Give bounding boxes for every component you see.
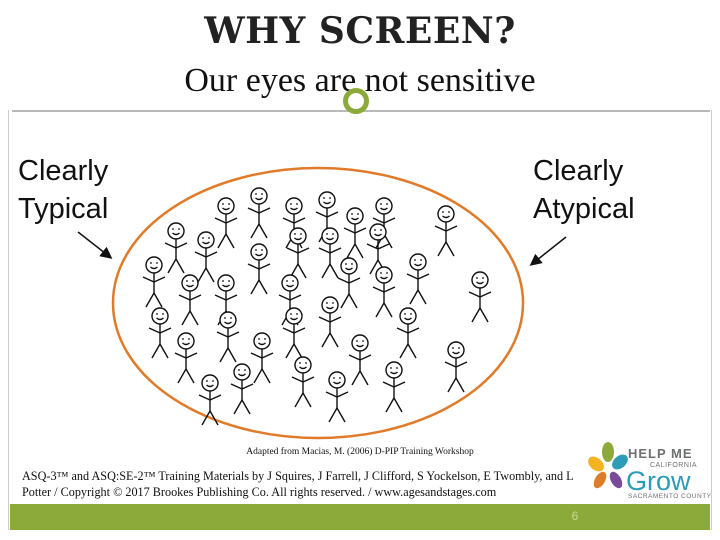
stick-figure	[247, 243, 271, 295]
logo-text-county: SACRAMENTO COUNTY	[628, 493, 712, 500]
frame-right-border	[711, 110, 712, 530]
stick-figure	[372, 197, 396, 249]
stick-figure	[291, 356, 315, 408]
help-me-grow-logo	[588, 438, 712, 498]
stick-figure	[325, 371, 349, 423]
slide-title: WHY SCREEN?	[204, 10, 516, 52]
stick-figure	[396, 307, 420, 359]
stick-figure	[444, 341, 468, 393]
stick-figure	[178, 274, 202, 326]
logo-text-help-me: HELP ME	[628, 446, 693, 461]
frame-left-border	[8, 110, 9, 530]
logo-text-grow: Grow	[626, 466, 691, 496]
clearly-atypical-label: Clearly Atypical	[533, 155, 635, 225]
atypical-arrow	[529, 236, 567, 266]
stick-figure	[198, 374, 222, 426]
stick-figure	[142, 256, 166, 308]
stick-figure	[382, 361, 406, 413]
stick-figure	[348, 334, 372, 386]
stick-figure	[337, 257, 361, 309]
stick-figure	[343, 207, 367, 259]
population-ellipse	[111, 166, 525, 440]
stick-figure	[286, 227, 310, 279]
stick-figure	[434, 205, 458, 257]
stick-figure	[282, 307, 306, 359]
stick-figure	[164, 222, 188, 274]
page-number: 6	[571, 509, 579, 523]
credit-line: Adapted from Macias, M. (2006) D-PIP Tra…	[246, 447, 474, 457]
stick-figure	[406, 253, 430, 305]
stick-figure	[214, 197, 238, 249]
stick-figure	[194, 231, 218, 283]
stick-figure	[247, 187, 271, 239]
flower-icon	[588, 442, 628, 489]
logo-text-california: CALIFORNIA	[650, 462, 698, 469]
clearly-typical-label: Clearly Typical	[18, 155, 109, 225]
stick-figure	[372, 266, 396, 318]
stick-figure	[230, 363, 254, 415]
typical-arrow	[77, 231, 113, 259]
stick-figure	[318, 296, 342, 348]
stick-figure	[250, 332, 274, 384]
footer-bar	[10, 504, 710, 530]
stick-figure	[148, 307, 172, 359]
stick-figure	[174, 332, 198, 384]
copyright-notice: ASQ-3™ and ASQ:SE-2™ Training Materials …	[22, 469, 574, 499]
stick-figure-crowd	[142, 187, 492, 426]
stick-figure	[468, 271, 492, 323]
stick-figure	[318, 227, 342, 279]
divider-ring-ornament	[343, 88, 369, 114]
stick-figure	[216, 311, 240, 363]
